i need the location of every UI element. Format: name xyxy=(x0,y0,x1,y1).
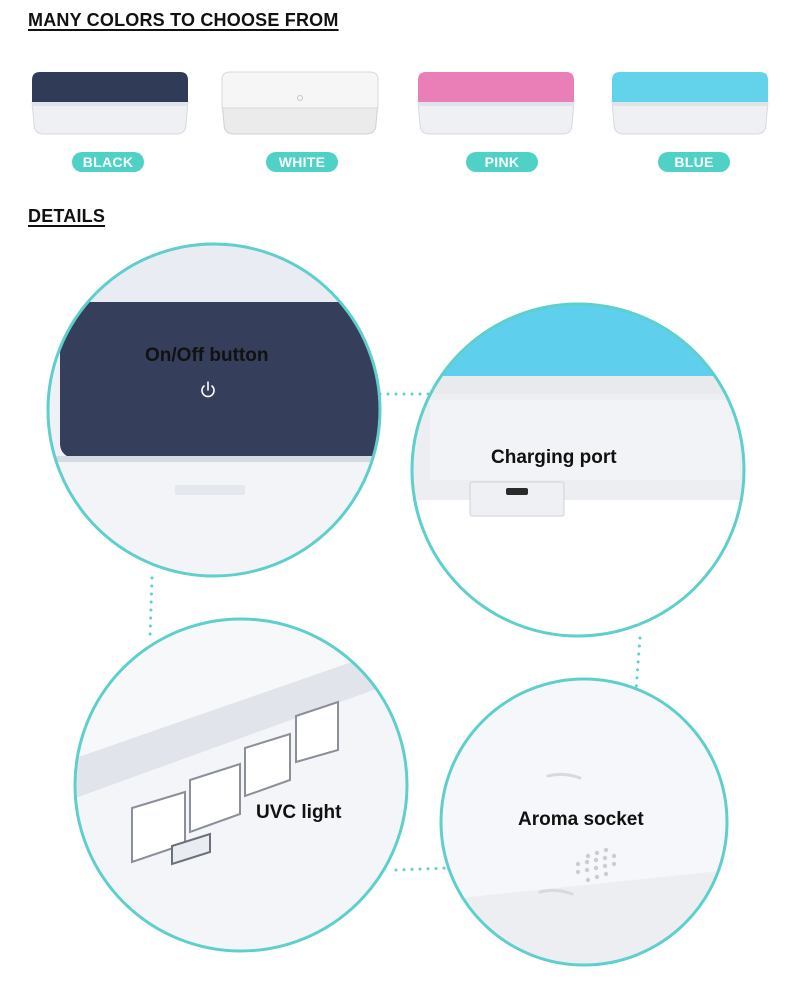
product-box-pink-image xyxy=(417,72,575,135)
charging-detail-ring xyxy=(410,302,746,638)
color-badge-blue[interactable]: BLUE xyxy=(658,152,730,172)
color-swatch-black[interactable] xyxy=(28,68,192,136)
uvc-detail-image xyxy=(75,619,407,951)
charging-port-label: Charging port xyxy=(491,447,617,468)
color-swatch-white[interactable] xyxy=(218,68,382,136)
product-box-white-image xyxy=(221,71,379,135)
uvc-light-label: UVC light xyxy=(256,802,342,823)
color-badge-black[interactable]: BLACK xyxy=(72,152,144,172)
color-swatch-pink[interactable] xyxy=(414,68,578,136)
color-badge-white[interactable]: WHITE xyxy=(266,152,338,172)
aroma-detail-ring xyxy=(439,677,729,967)
aroma-holes-icon xyxy=(575,847,617,883)
product-box-black-image xyxy=(31,72,189,135)
dotted-connectors xyxy=(148,392,642,872)
usb-port-icon xyxy=(506,488,528,495)
uvc-lamp-icon xyxy=(131,700,339,866)
aroma-socket-label: Aroma socket xyxy=(518,809,644,830)
onoff-detail-ring xyxy=(46,242,382,578)
color-swatch-blue[interactable] xyxy=(608,68,772,136)
onoff-detail-image xyxy=(48,244,380,576)
power-icon xyxy=(201,381,215,398)
onoff-button-label: On/Off button xyxy=(145,345,269,366)
colors-section-title: MANY COLORS TO CHOOSE FROM xyxy=(28,10,339,30)
color-badge-pink[interactable]: PINK xyxy=(466,152,538,172)
uvc-detail-ring xyxy=(73,617,409,953)
details-section-title: DETAILS xyxy=(28,206,106,226)
product-box-blue-image xyxy=(611,72,769,135)
